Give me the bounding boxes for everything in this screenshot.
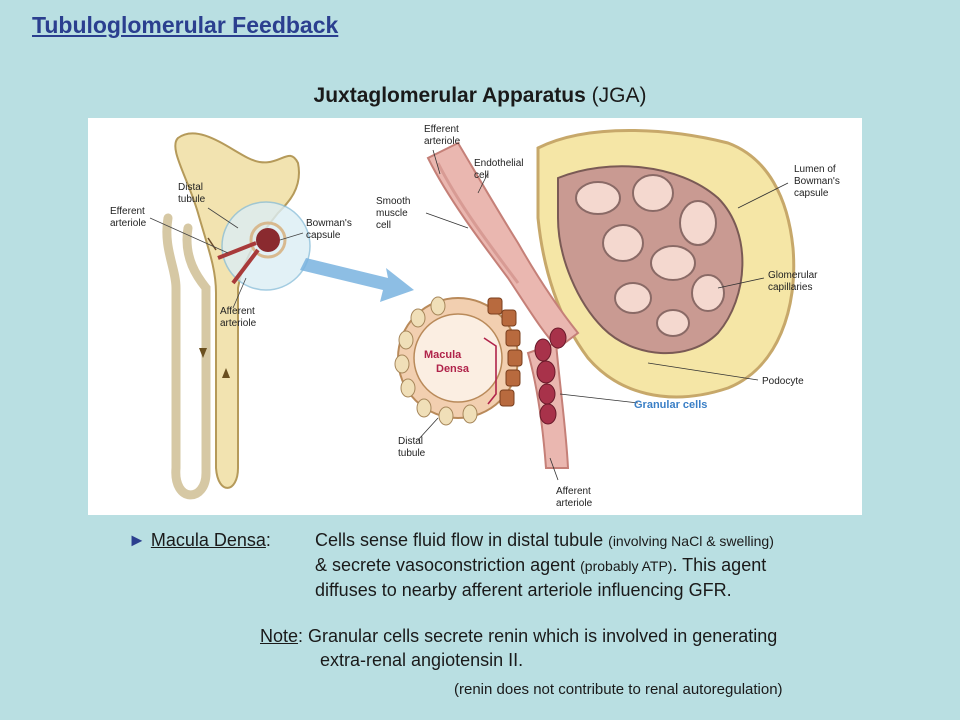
label-smooth-muscle-cell: Smooth muscle cell <box>376 196 413 231</box>
label-afferent-arteriole: Afferent arteriole <box>556 486 594 509</box>
note-label: Note <box>260 626 299 646</box>
macula-densa-description: Cells sense fluid flow in distal tubule … <box>315 528 774 602</box>
label-efferent-arteriole-small: Efferent arteriole <box>110 206 148 229</box>
note-line-1: Note: Granular cells secrete renin which… <box>260 626 778 646</box>
note-line-2: extra-renal angiotensin II. <box>320 650 524 670</box>
label-efferent-arteriole: Efferent arteriole <box>424 124 462 147</box>
description-line-1: Cells sense fluid flow in distal tubule … <box>315 530 774 550</box>
label-bowmans-capsule-small: Bowman's capsule <box>306 218 355 241</box>
label-afferent-arteriole-small: Afferent arteriole <box>220 306 258 329</box>
macula-densa-colon: : <box>265 530 271 550</box>
macula-densa-heading: ► Macula Densa: <box>128 528 271 552</box>
subtitle-bold: Juxtaglomerular Apparatus <box>313 84 586 107</box>
figure-subtitle: Juxtaglomerular Apparatus (JGA) <box>0 84 960 108</box>
macula-densa-label: Macula Densa <box>150 530 266 550</box>
label-lumen-bowmans-capsule: Lumen of Bowman's capsule <box>794 164 843 199</box>
label-granular-cells: Granular cells <box>634 399 707 411</box>
label-glomerular-capillaries: Glomerular capillaries <box>768 270 820 293</box>
description-line-2: & secrete vasoconstriction agent (probab… <box>315 555 767 575</box>
jga-detail <box>394 129 796 481</box>
label-macula-densa: Macula Densa <box>424 349 470 375</box>
page-title: Tubuloglomerular Feedback <box>32 12 339 38</box>
note-line-3: (renin does not contribute to renal auto… <box>454 681 783 698</box>
bullet-arrow-icon: ► <box>128 530 146 550</box>
zoom-arrow <box>300 258 414 302</box>
subtitle-rest: (JGA) <box>585 84 647 107</box>
label-endothelial-cell: Endothelial cell <box>474 158 526 181</box>
label-podocyte: Podocyte <box>762 376 804 387</box>
description-line-3: diffuses to nearby afferent arteriole in… <box>315 580 732 600</box>
label-distal-tubule: Distal tubule <box>398 436 426 459</box>
jga-illustration: Distal tubule Efferent arteriole Bowman'… <box>88 118 862 515</box>
nephron-schematic <box>149 132 311 500</box>
label-distal-tubule-small: Distal tubule <box>178 182 206 205</box>
